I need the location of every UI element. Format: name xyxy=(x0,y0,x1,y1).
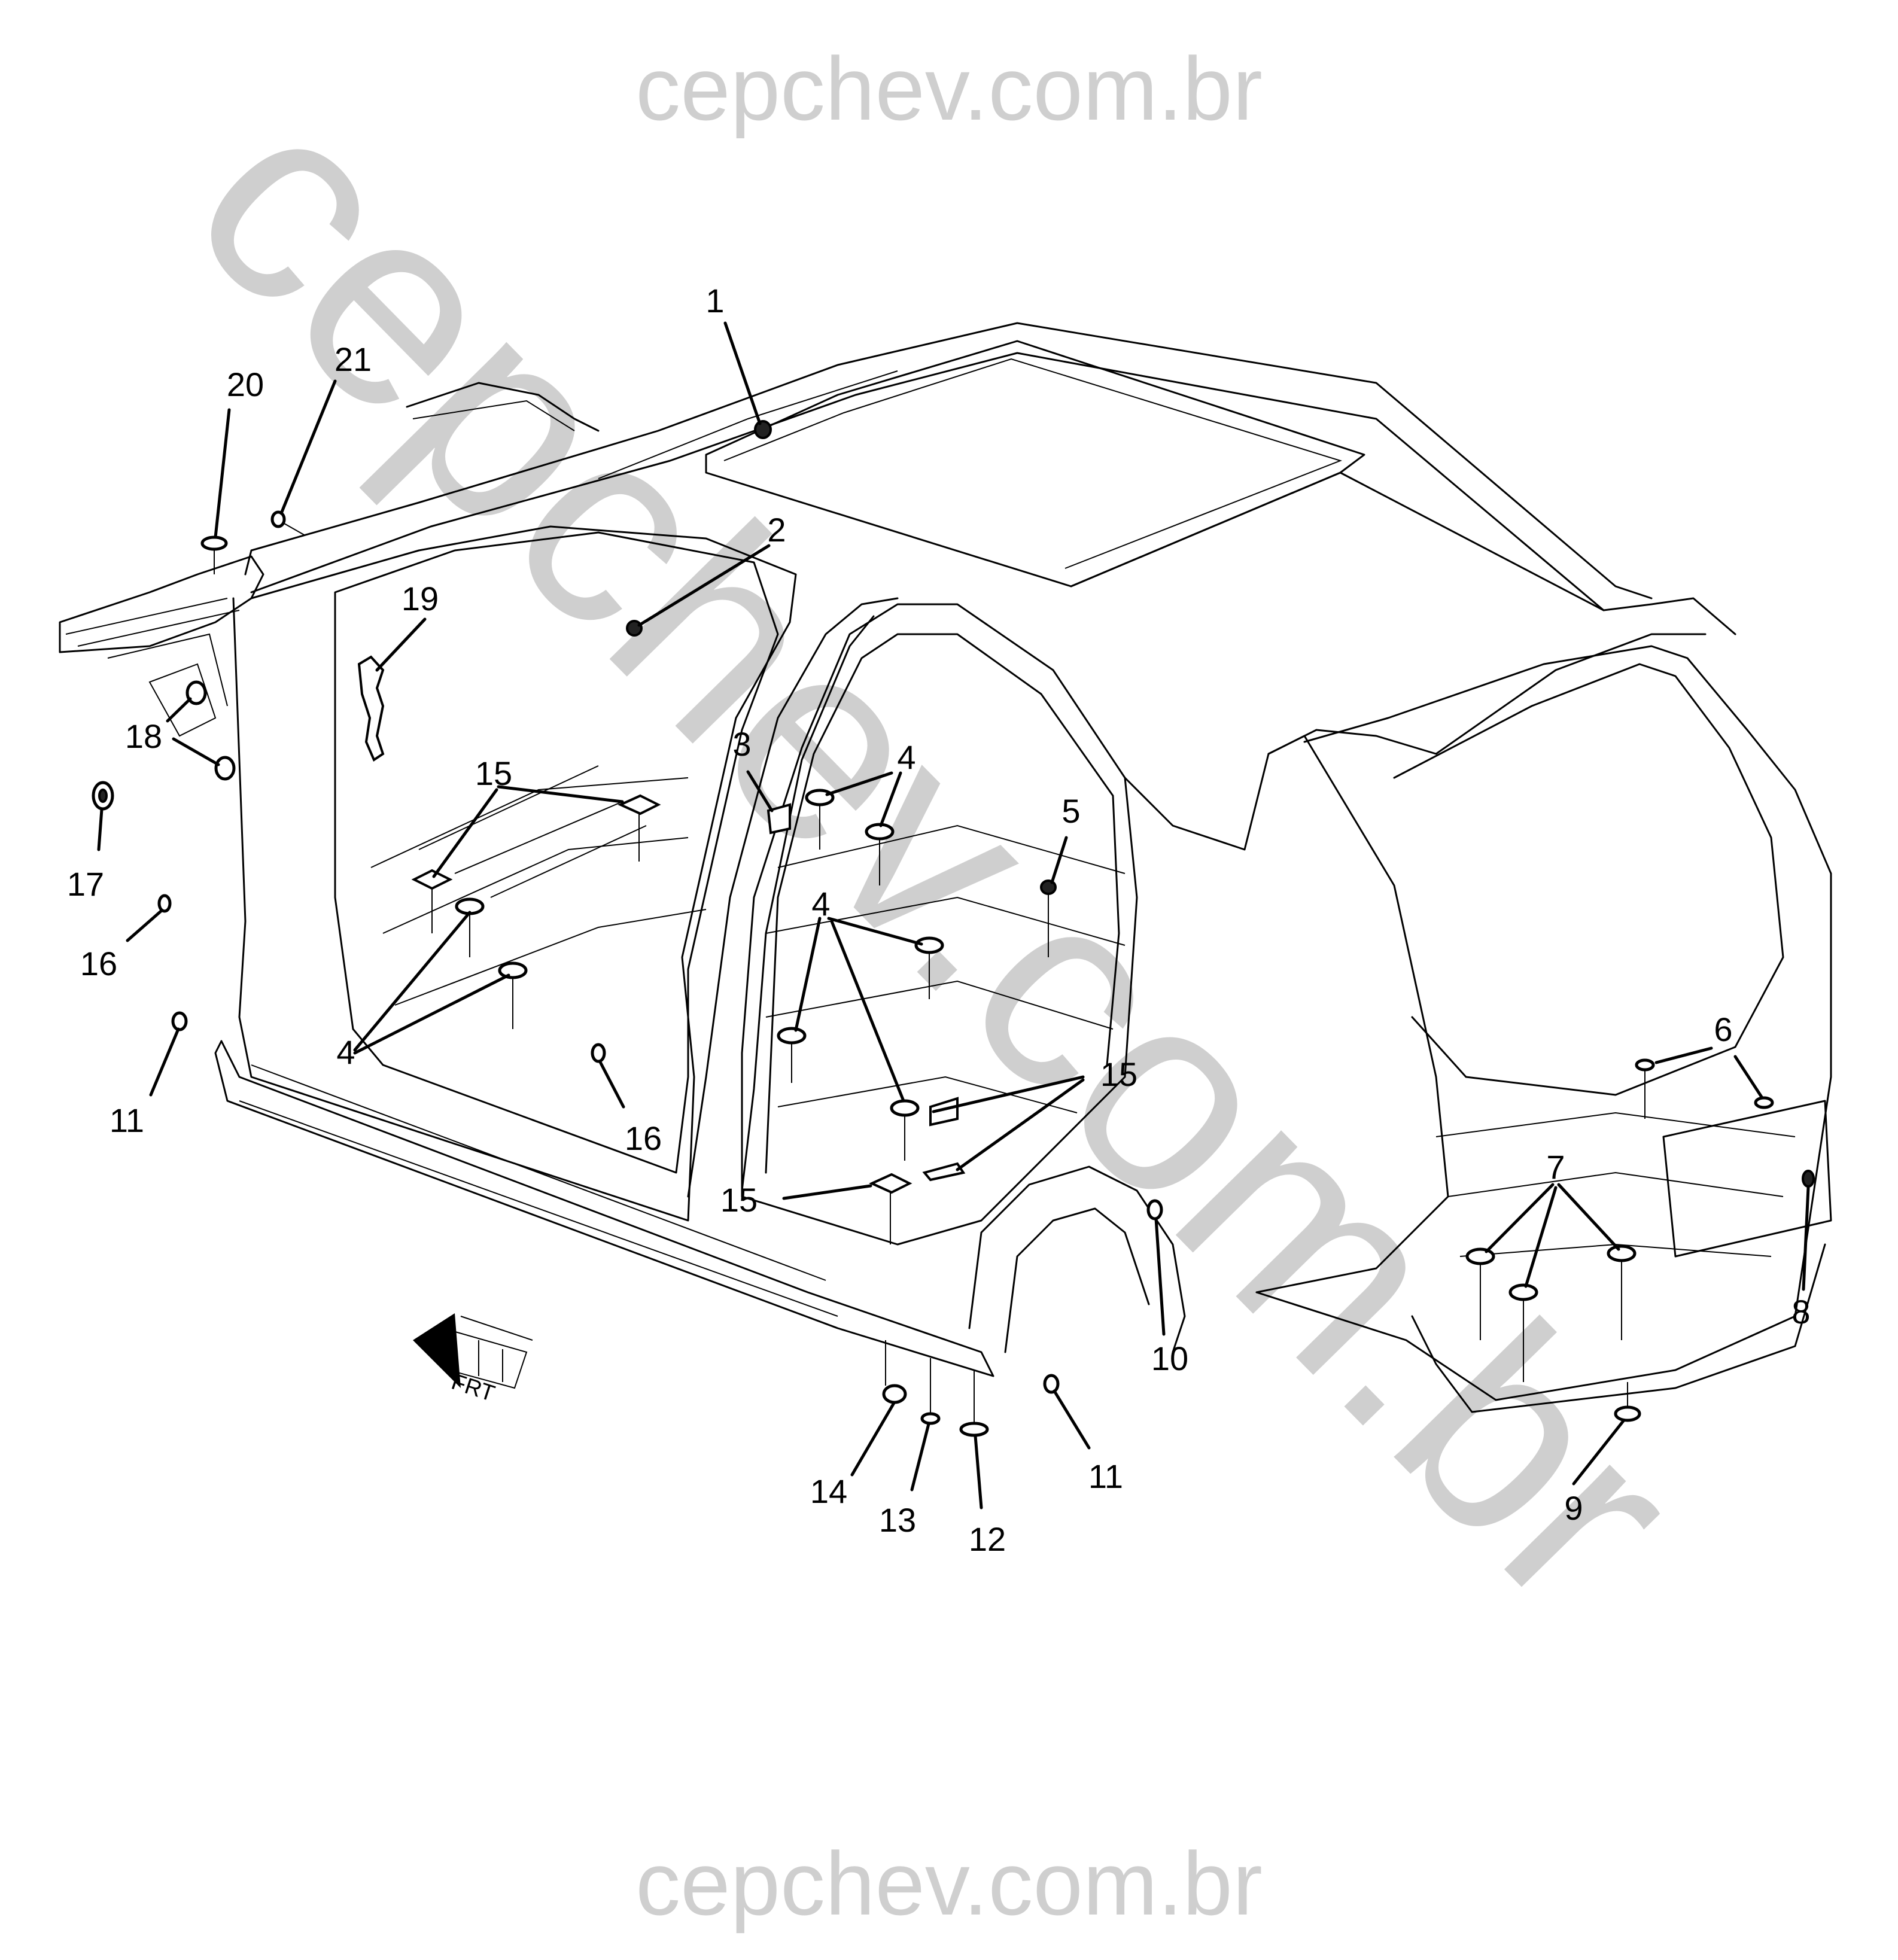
patch-3 xyxy=(766,803,791,835)
callout-20: 20 xyxy=(227,366,264,403)
plug-6-b xyxy=(1754,1096,1774,1109)
callout-7: 7 xyxy=(1546,1148,1565,1186)
plug-14 xyxy=(882,1384,907,1404)
frt-label: FRT xyxy=(448,1369,498,1407)
fastener-4-mid-1 xyxy=(777,1027,807,1045)
patch-19 xyxy=(357,655,385,762)
callout-4-mid: 4 xyxy=(811,885,830,923)
plug-2 xyxy=(626,620,643,637)
patch-15-a xyxy=(618,794,661,815)
callout-4-upper: 4 xyxy=(897,738,915,776)
callout-9: 9 xyxy=(1564,1489,1583,1527)
fastener-7-a xyxy=(1465,1247,1495,1265)
fastener-9 xyxy=(1614,1405,1641,1422)
plug-16-a xyxy=(157,894,172,913)
callout-16-rear: 16 xyxy=(625,1119,662,1157)
callout-labels: 1 2 3 4 4 4 5 6 7 8 9 10 11 11 12 13 14 … xyxy=(67,282,1811,1558)
callout-3: 3 xyxy=(732,725,751,763)
callout-15-right: 15 xyxy=(1100,1055,1137,1093)
plug-11-rear xyxy=(1043,1374,1060,1394)
plug-11-front xyxy=(171,1011,188,1031)
callout-2: 2 xyxy=(767,511,786,549)
callout-15-upper: 15 xyxy=(475,754,512,792)
callout-4-front: 4 xyxy=(336,1033,355,1071)
callout-8: 8 xyxy=(1791,1293,1810,1331)
plug-18-b xyxy=(214,756,236,781)
callout-12: 12 xyxy=(969,1520,1006,1558)
plug-18-a xyxy=(185,680,207,705)
grommet-17-center xyxy=(98,789,108,803)
fastener-4-mid-3 xyxy=(890,1099,920,1117)
fastener-7-c xyxy=(1607,1244,1637,1262)
callout-1: 1 xyxy=(705,282,724,319)
plug-16-b xyxy=(591,1043,606,1063)
callout-17: 17 xyxy=(67,865,104,903)
plug-8 xyxy=(1802,1170,1815,1188)
callout-16-front: 16 xyxy=(80,945,117,982)
patch-15-c xyxy=(869,1173,912,1194)
plug-6-a xyxy=(1635,1058,1655,1072)
watermark-bottom: cepchev.com.br xyxy=(635,1833,1263,1934)
callout-leaders xyxy=(97,321,1810,1509)
patch-15-d xyxy=(929,1097,959,1127)
callout-15-lower: 15 xyxy=(720,1181,758,1219)
vehicle-body-outline xyxy=(59,322,1832,1413)
callout-21: 21 xyxy=(334,340,372,378)
plug-13 xyxy=(920,1412,941,1425)
plug-10 xyxy=(1146,1199,1163,1221)
plug-1 xyxy=(754,420,772,439)
callout-18: 18 xyxy=(125,717,162,755)
patch-15-e xyxy=(922,1162,966,1182)
callout-13: 13 xyxy=(879,1501,916,1539)
front-direction-arrow: FRT xyxy=(413,1313,533,1407)
callout-5: 5 xyxy=(1061,792,1080,830)
plug-21 xyxy=(270,510,286,528)
watermark-top: cepchev.com.br xyxy=(635,38,1263,139)
plug-12 xyxy=(959,1422,989,1437)
callout-11-rear: 11 xyxy=(1088,1457,1123,1495)
callout-10: 10 xyxy=(1151,1340,1188,1377)
fastener-4-front-2 xyxy=(498,961,528,979)
fastener-7-b xyxy=(1508,1283,1538,1301)
callout-19: 19 xyxy=(402,580,439,617)
callout-14: 14 xyxy=(810,1472,847,1510)
fastener-4-mid-2 xyxy=(914,936,944,954)
fastener-4-upper-2 xyxy=(865,823,895,841)
components xyxy=(92,420,1815,1437)
callout-6: 6 xyxy=(1714,1011,1732,1048)
patch-15-b xyxy=(411,869,453,890)
callout-11-front: 11 xyxy=(110,1101,144,1139)
grommet-20 xyxy=(200,535,228,551)
